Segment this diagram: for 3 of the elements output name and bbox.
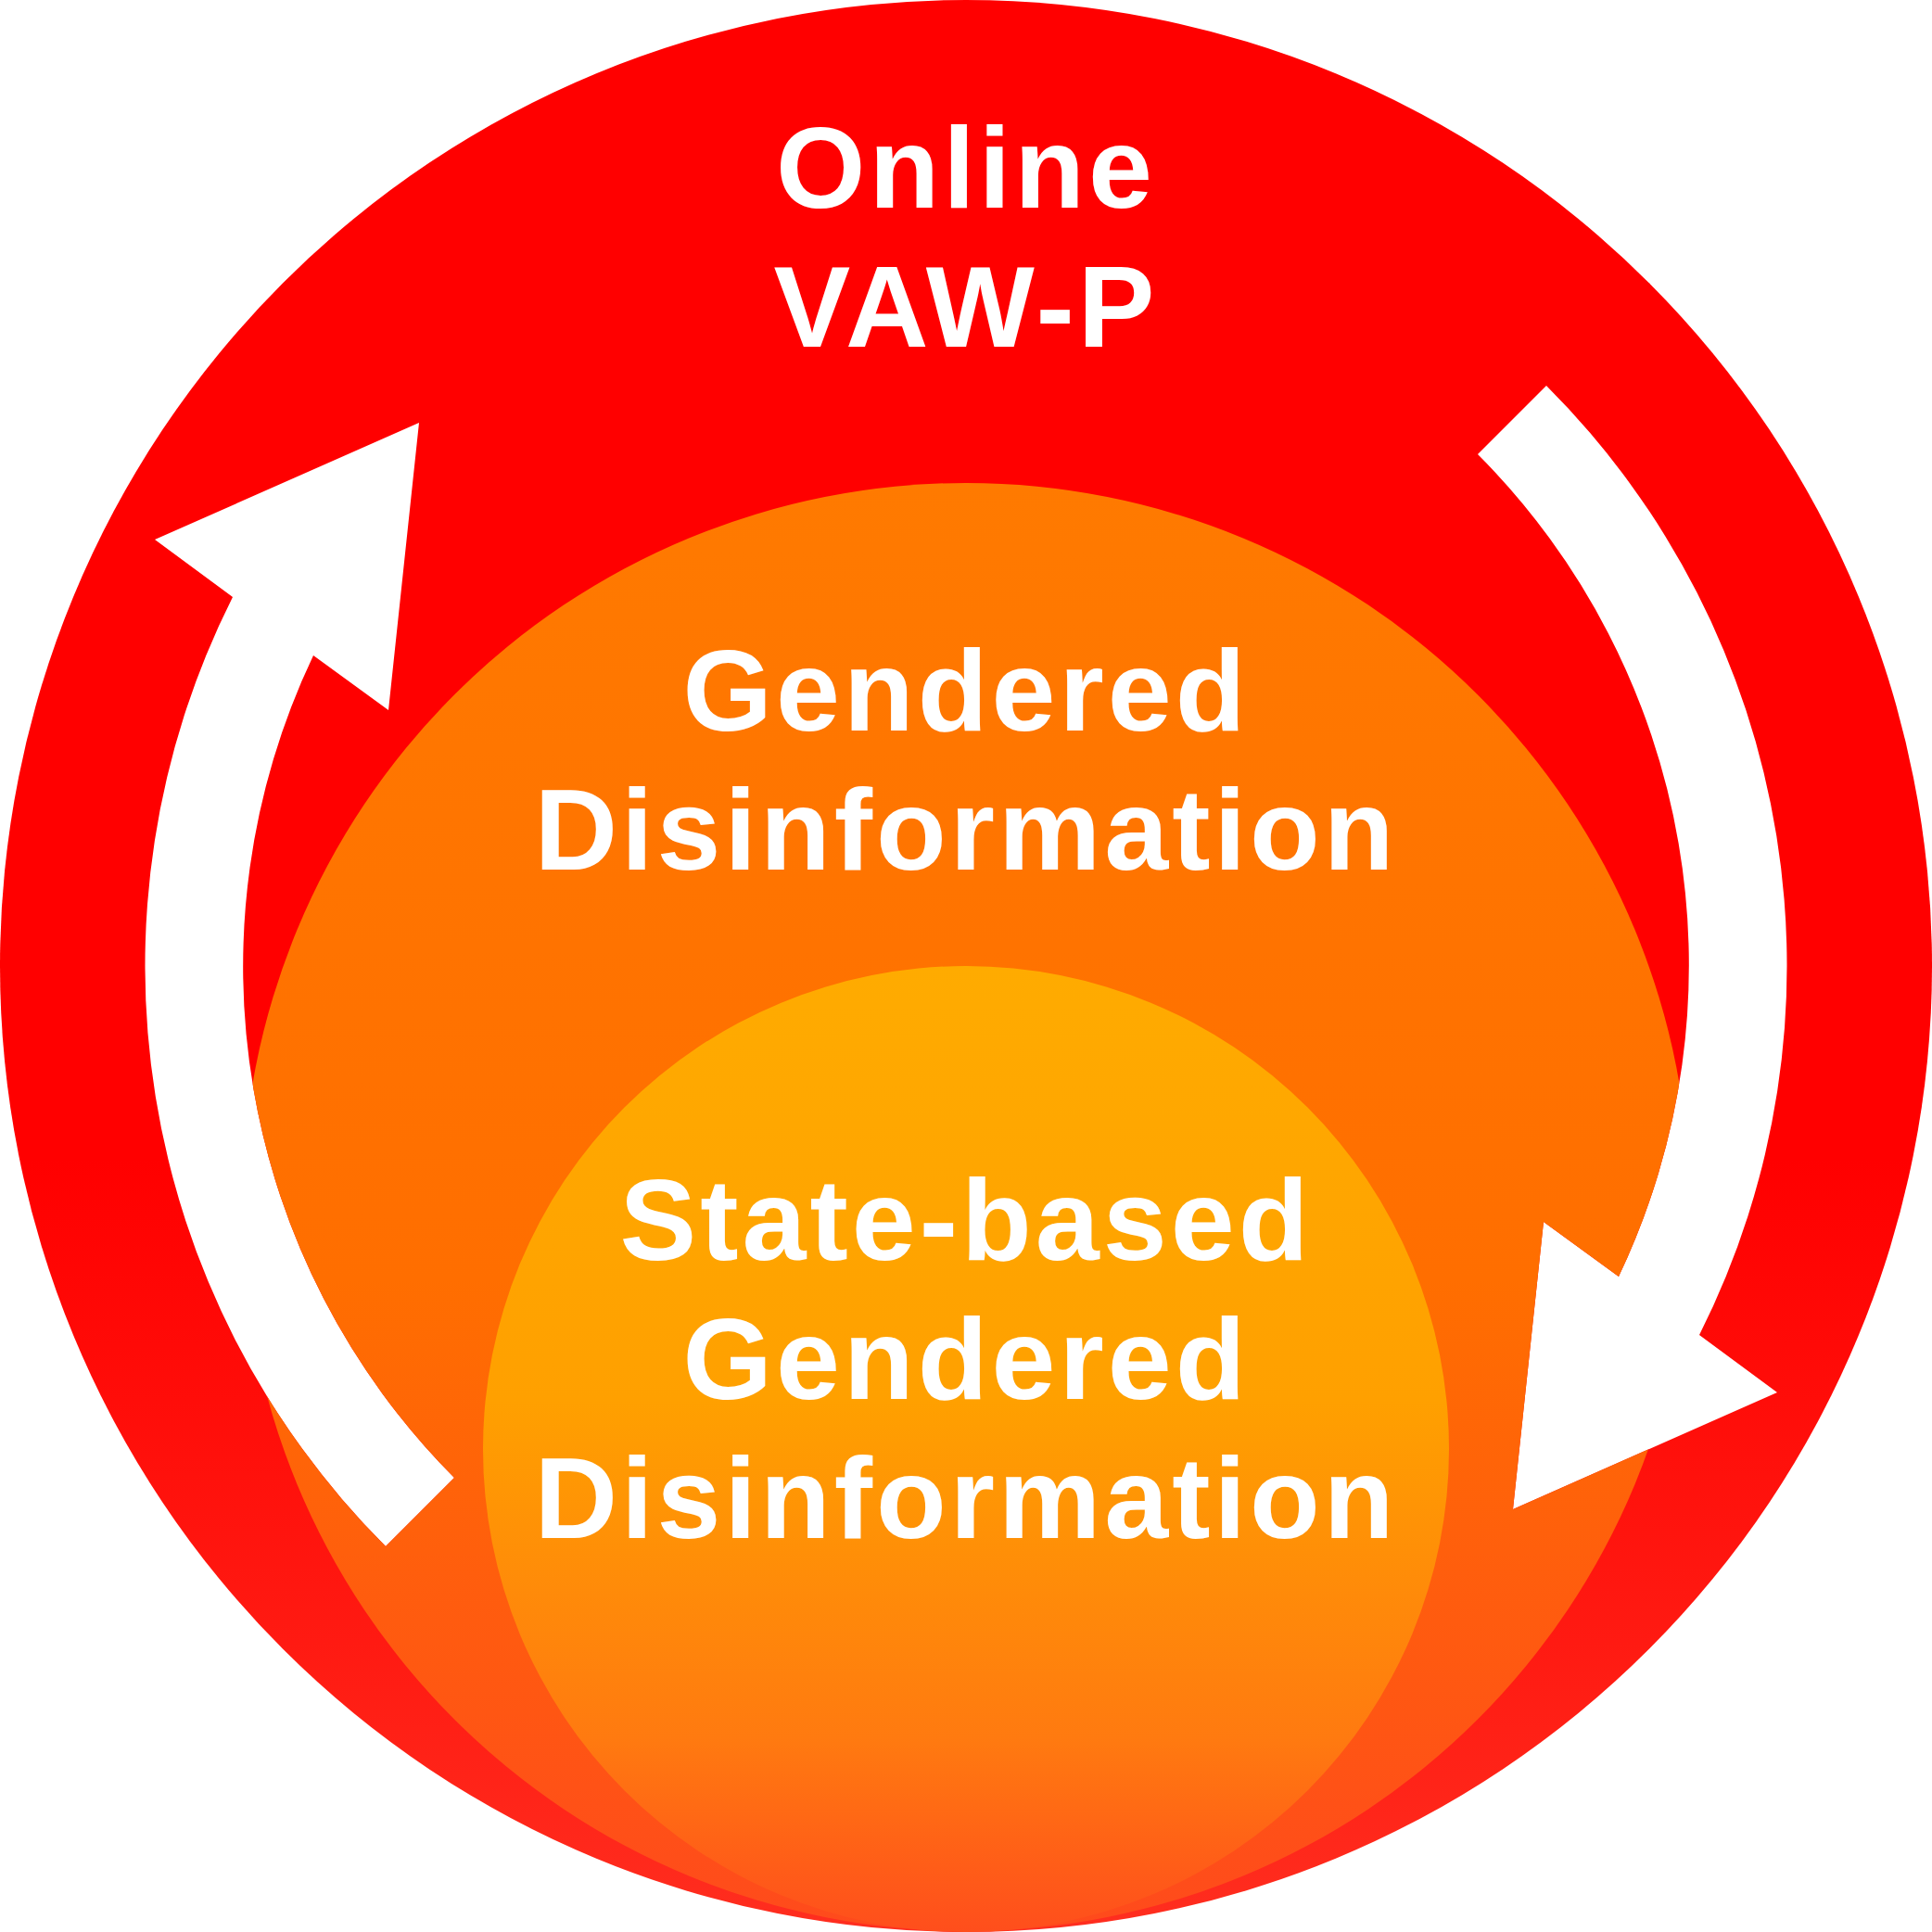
circle-label: State-based Gendered Disinformation (533, 1155, 1399, 1564)
circle-label: Online VAW-P (772, 103, 1160, 373)
circle-label: Gendered Disinformation (533, 626, 1399, 896)
